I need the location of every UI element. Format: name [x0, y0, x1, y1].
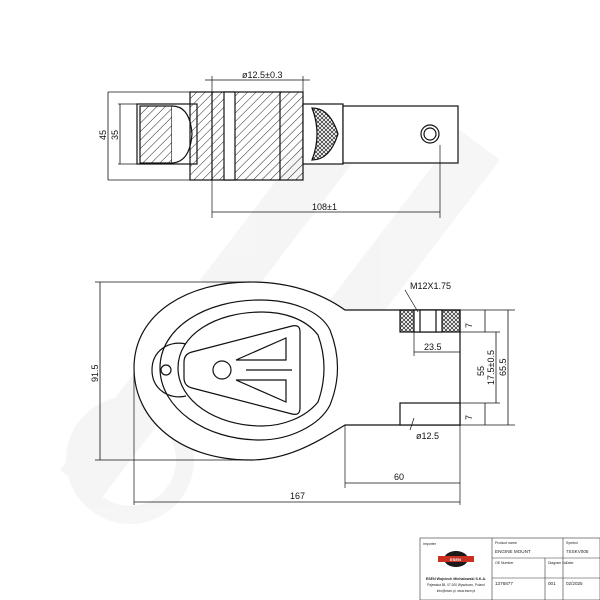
side-shaft [342, 105, 459, 164]
dim-right-55: 55 [476, 366, 486, 376]
company-line1: ESEN Wojciech Michalowski S.K.A. [426, 577, 486, 581]
diagram-no-label: Diagram No [548, 561, 567, 565]
diagram-no: 001 [548, 581, 556, 586]
product-name-label: Product name [495, 541, 517, 545]
dim-height-inner: 35 [110, 130, 120, 140]
company-line2: Pajewska 85, 07-300 Wyszkowo, Poland [427, 583, 485, 587]
plan-inner-contour-2 [177, 311, 325, 427]
dim-overall-height: 91.5 [90, 364, 100, 382]
side-view [107, 76, 459, 218]
plan-triangle-pocket-top [235, 337, 287, 361]
importer-label: Importer [423, 542, 437, 546]
dim-167: 167 [290, 491, 305, 501]
plan-view [95, 281, 515, 505]
date-label: Date [566, 561, 573, 565]
svg-text:ESEN: ESEN [450, 557, 461, 562]
plan-triangle-pocket-bottom [235, 379, 287, 403]
dim-length: 108±1 [312, 202, 337, 212]
oe-label: OE Number [495, 561, 514, 565]
dim-top-offset: 7 [464, 323, 474, 328]
dim-tab-width: 23.5 [424, 342, 442, 352]
dim-bottom-offset: 7 [464, 415, 474, 420]
esen-logo: ESEN [438, 551, 474, 567]
date-value: 02/2025 [566, 581, 583, 586]
plan-inner-contour [159, 299, 339, 441]
symbol-label: Symbol [566, 541, 578, 545]
dim-pin-diameter: ø12.5±0.3 [242, 70, 282, 80]
oe-number: 1376877 [495, 581, 513, 586]
side-shaft-hole [420, 124, 440, 144]
side-right-rubber [311, 107, 339, 161]
plan-bottom-tab [399, 402, 461, 426]
dim-height-outer: 45 [98, 130, 108, 140]
title-block [419, 537, 600, 600]
side-center-ring [189, 91, 304, 181]
dim-tab-height: 17.5±0.5 [486, 350, 496, 385]
dim-hole: ø12.5 [416, 431, 439, 441]
side-center-bore [223, 91, 236, 181]
dim-thread: M12X1.75 [410, 281, 451, 291]
dim-60: 60 [394, 472, 404, 482]
plan-pin-hole [212, 360, 232, 380]
symbol-value: 7SSKV005 [566, 549, 589, 554]
product-name: ENGINE MOUNT [495, 549, 531, 554]
dim-right-65: 65.5 [498, 358, 508, 376]
company-line3: info@esen.pl, www.esen.pl [437, 589, 476, 593]
side-left-rubber [139, 105, 173, 164]
